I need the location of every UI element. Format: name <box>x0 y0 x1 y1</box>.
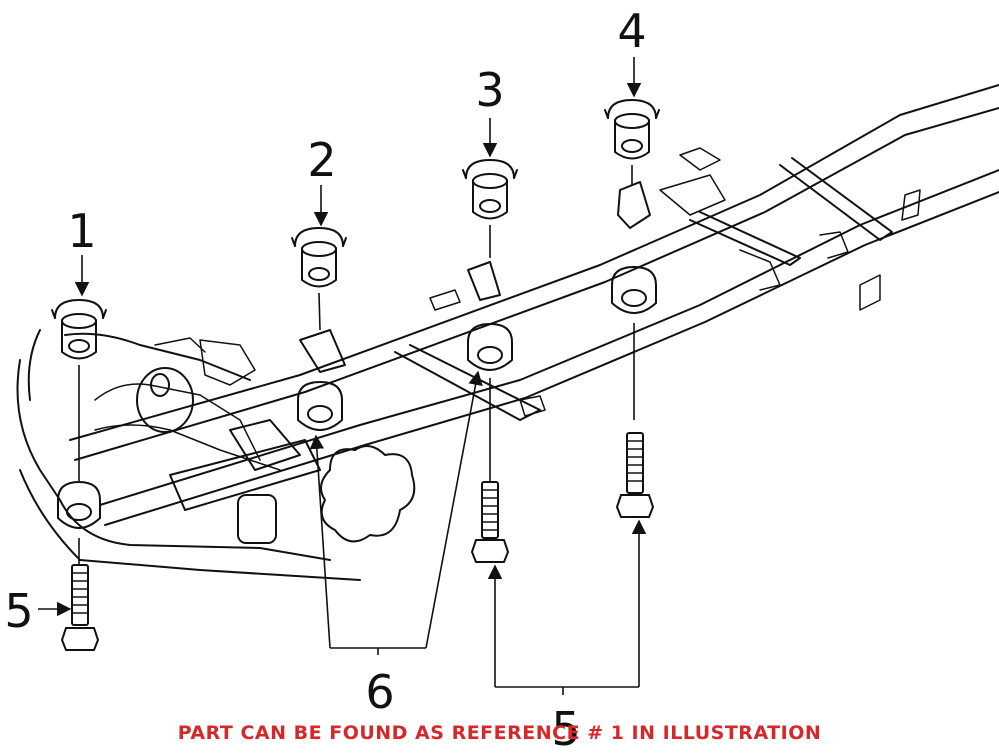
lower-cushion-front <box>57 481 101 529</box>
upper-cushion-4 <box>604 99 660 160</box>
arrow-6-right <box>425 370 483 649</box>
callout-3: 3 <box>475 63 504 117</box>
lower-cushion-2 <box>297 381 343 431</box>
upper-cushion-2 <box>291 227 347 288</box>
callout-2: 2 <box>307 133 336 187</box>
mount-bolts <box>61 432 654 651</box>
alignment-lines <box>78 165 635 565</box>
steering-gear <box>320 445 416 543</box>
engine-mount-plate <box>237 494 277 544</box>
arrow-6-left <box>309 434 331 649</box>
upper-cushions <box>51 99 660 360</box>
control-arm <box>169 439 321 511</box>
bolt-4 <box>616 432 654 518</box>
callout-4: 4 <box>617 4 646 58</box>
mount-bracket-2 <box>299 329 346 373</box>
bolt-3 <box>471 481 509 563</box>
bolt-front <box>61 564 99 651</box>
lower-cushion-4 <box>611 266 657 314</box>
front-suspension <box>16 329 416 581</box>
callout-5-left: 5 <box>4 584 33 638</box>
upper-cushion-1 <box>51 299 107 360</box>
coil-spring <box>136 367 194 433</box>
callout-5-bottom: 5 <box>551 702 580 753</box>
upper-cushion-3 <box>462 159 518 220</box>
lower-cushion-3 <box>467 323 513 371</box>
callout-arrows <box>38 57 647 695</box>
callout-labels: 1 2 3 4 5 6 5 <box>4 4 646 753</box>
lower-cushions <box>57 266 657 529</box>
reference-caption: PART CAN BE FOUND AS REFERENCE # 1 IN IL… <box>177 722 822 744</box>
callout-6: 6 <box>365 665 394 719</box>
vehicle-frame <box>69 84 999 526</box>
callout-1: 1 <box>67 204 96 258</box>
mount-bracket-3 <box>467 261 501 301</box>
mount-bracket-4 <box>617 181 651 229</box>
